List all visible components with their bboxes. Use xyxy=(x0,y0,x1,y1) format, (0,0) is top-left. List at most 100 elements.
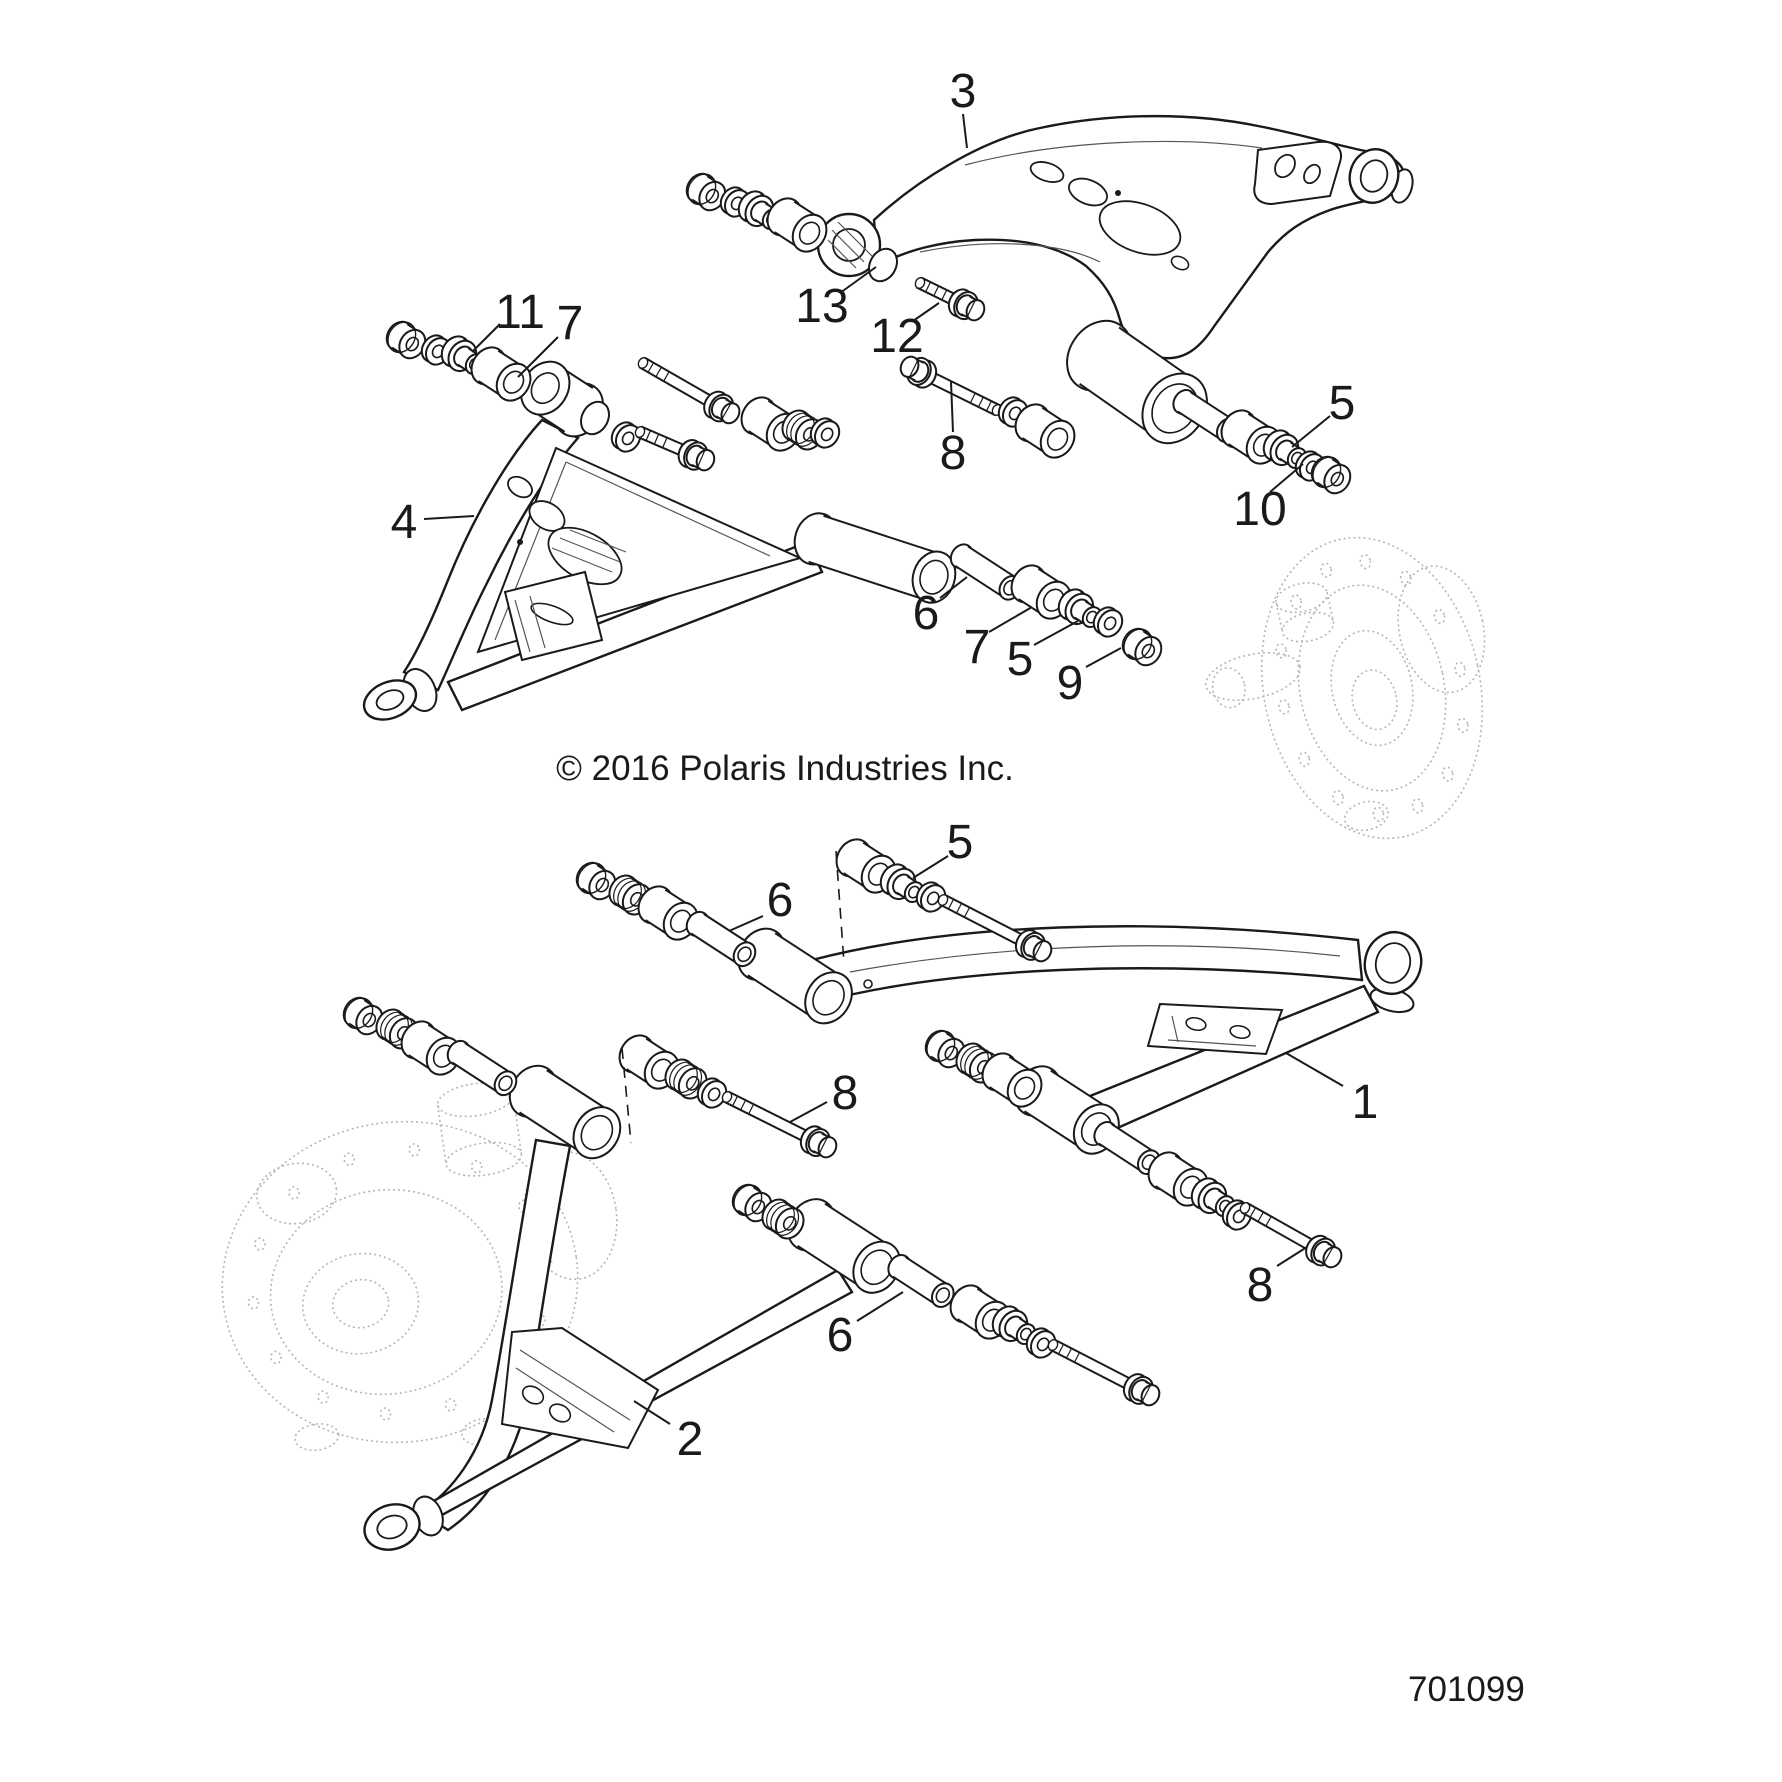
bolt-thread xyxy=(1249,1207,1257,1218)
callout-label: 7 xyxy=(557,297,584,350)
part-edge xyxy=(1079,382,1156,438)
bolt-thread xyxy=(1265,1216,1272,1227)
flange-nut xyxy=(685,172,727,212)
arm-eye-bore xyxy=(1374,942,1412,984)
washer xyxy=(696,1077,728,1109)
spacer-tube xyxy=(685,910,757,968)
rib xyxy=(766,1201,795,1234)
flange-bolt xyxy=(634,425,716,472)
ghost-rotor-hole xyxy=(1454,661,1466,678)
lightening-hole xyxy=(1170,255,1190,271)
callout-1: 1 xyxy=(1285,1052,1378,1129)
bolt-tip xyxy=(914,276,926,290)
callout-8: 8 xyxy=(1247,1246,1308,1312)
part-edge xyxy=(797,1244,864,1290)
bolt-thread xyxy=(732,1095,739,1107)
weep-hole xyxy=(863,979,873,989)
shape xyxy=(1275,602,1284,633)
bushing-cup xyxy=(470,346,532,402)
part-front-face xyxy=(1032,940,1053,963)
bolt-thread xyxy=(955,903,963,914)
callout-7: 7 xyxy=(517,297,584,378)
callout-leader xyxy=(1285,1052,1344,1087)
callout-label: 6 xyxy=(827,1309,854,1362)
rib xyxy=(613,877,642,910)
bolt-thread xyxy=(748,1103,755,1115)
part-body-fill xyxy=(808,515,942,601)
crease-line xyxy=(551,529,627,573)
flange-bolt xyxy=(899,355,1003,417)
ghost-rotor-hole xyxy=(254,1237,266,1251)
callout-5: 5 xyxy=(912,816,974,879)
ghost-rotor-hole xyxy=(343,1152,355,1167)
callout-leader xyxy=(728,915,764,932)
part-edge xyxy=(892,1275,938,1306)
lower-control-arm-left xyxy=(363,1064,902,1551)
upper-control-arm-left xyxy=(362,360,957,721)
nut-flange xyxy=(387,321,417,354)
bushing-cup xyxy=(400,1020,462,1076)
bushing-cup xyxy=(1147,1151,1209,1207)
bolt-hex-head xyxy=(807,1131,838,1159)
shape xyxy=(445,1141,523,1177)
callout-label: 7 xyxy=(964,621,991,674)
ghost-rotor-hole xyxy=(379,1407,392,1421)
part-front-face xyxy=(720,402,741,425)
callout-leader xyxy=(633,1400,671,1425)
callout-6: 6 xyxy=(728,874,793,932)
part-edge xyxy=(546,1069,612,1113)
part-front-face xyxy=(695,448,716,472)
ghost-lug xyxy=(1343,800,1389,832)
flange-bolt xyxy=(1047,1338,1161,1407)
callout-leader xyxy=(856,1291,904,1322)
callout-label: 5 xyxy=(1329,377,1356,430)
construction-line-layer xyxy=(621,850,845,1144)
part-edge xyxy=(690,932,739,965)
bracket-slot xyxy=(1229,1024,1251,1040)
bushing-cup xyxy=(1014,403,1076,459)
part-bore xyxy=(530,372,560,405)
callout-label: 10 xyxy=(1233,483,1286,536)
part-front-face xyxy=(1322,1246,1343,1269)
crease-line xyxy=(1167,1015,1257,1047)
ghost-rotor-hole xyxy=(1411,798,1424,814)
bolt-thread xyxy=(963,907,971,918)
bolt-thread xyxy=(1257,1211,1264,1222)
part-edge xyxy=(824,1202,891,1248)
arm-bracket xyxy=(1253,140,1342,206)
lightening-hole xyxy=(1029,161,1065,183)
spacer-tube xyxy=(446,1039,518,1097)
washer xyxy=(1025,1327,1057,1359)
callout-9: 9 xyxy=(1057,647,1122,710)
part-bore xyxy=(935,1287,951,1304)
flanged-bushing xyxy=(1262,429,1307,470)
part-bore xyxy=(1103,616,1117,631)
ghost-rotor-hole xyxy=(288,1186,300,1200)
bolt-thread xyxy=(985,400,992,412)
part-edge xyxy=(774,932,843,978)
bolt-thread xyxy=(662,437,668,448)
ghost-rotor-hole xyxy=(444,1398,457,1412)
callout-leader xyxy=(1276,1246,1308,1267)
bolt-hex-head xyxy=(685,444,716,472)
bolt-thread xyxy=(1057,1343,1065,1355)
part-edge xyxy=(808,560,927,602)
rib xyxy=(770,1204,800,1236)
nut-flange xyxy=(344,997,374,1030)
ghost-rotor xyxy=(221,1120,579,1444)
ghost-rotor-hole xyxy=(247,1296,260,1310)
ghost-rotor-hole xyxy=(1441,766,1454,782)
bolt-thread xyxy=(969,392,976,404)
bolt-thread xyxy=(1073,1352,1081,1363)
callout-leader xyxy=(517,336,559,378)
bolt-thread xyxy=(653,433,660,445)
part-bore xyxy=(926,891,940,906)
plate-hole xyxy=(548,1403,572,1423)
callout-label: 5 xyxy=(947,816,974,869)
ghost-rotor-hole xyxy=(470,1159,483,1174)
bolt-thread xyxy=(1065,1348,1073,1359)
part-bore xyxy=(580,1114,614,1151)
hex-facet xyxy=(721,402,732,420)
crease-line xyxy=(849,945,1341,973)
callout-label: 2 xyxy=(677,1413,704,1466)
